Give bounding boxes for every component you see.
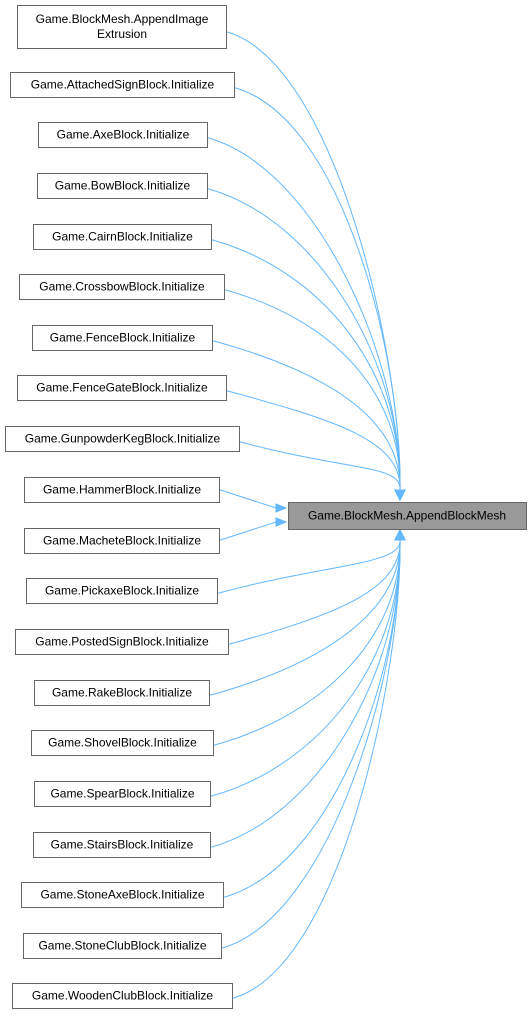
caller-node-box xyxy=(34,680,210,706)
caller-node-label: Game.StoneClubBlock.Initialize xyxy=(38,939,206,953)
caller-node[interactable]: Game.CrossbowBlock.Initialize xyxy=(19,274,225,300)
arrowhead xyxy=(275,517,288,527)
caller-node-label: Game.CrossbowBlock.Initialize xyxy=(39,280,205,294)
caller-node[interactable]: Game.AttachedSignBlock.Initialize xyxy=(10,72,235,98)
caller-node-box xyxy=(17,375,227,401)
call-edge xyxy=(220,539,401,949)
caller-node-label: Game.ShovelBlock.Initialize xyxy=(48,736,197,750)
caller-node-label: Game.BowBlock.Initialize xyxy=(55,179,191,193)
call-edge xyxy=(211,340,401,491)
call-edge xyxy=(218,521,277,541)
call-edge xyxy=(216,539,401,594)
caller-node-box xyxy=(32,325,213,351)
call-edge xyxy=(210,239,401,491)
caller-node-box xyxy=(37,173,208,199)
caller-node[interactable]: Game.FenceBlock.Initialize xyxy=(32,325,213,351)
caller-node[interactable]: Game.StoneClubBlock.Initialize xyxy=(23,933,222,959)
call-edge xyxy=(225,31,401,491)
caller-node-label: Game.PickaxeBlock.Initialize xyxy=(45,584,199,598)
caller-node[interactable]: Game.MacheteBlock.Initialize xyxy=(24,528,220,554)
caller-node-box xyxy=(17,5,227,49)
call-edge xyxy=(206,188,401,491)
caller-node-box xyxy=(15,629,229,655)
caller-node-label: Game.SpearBlock.Initialize xyxy=(50,787,194,801)
edges-layer xyxy=(206,31,406,999)
caller-node[interactable]: Game.CairnBlock.Initialize xyxy=(33,224,212,250)
arrowhead xyxy=(394,489,406,502)
caller-node[interactable]: Game.StairsBlock.Initialize xyxy=(33,832,211,858)
caller-node-label: Game.FenceBlock.Initialize xyxy=(50,331,196,345)
call-edge xyxy=(225,390,401,491)
caller-node[interactable]: Game.HammerBlock.Initialize xyxy=(24,477,220,503)
caller-node-box xyxy=(34,781,211,807)
caller-node-label: Game.HammerBlock.Initialize xyxy=(43,483,201,497)
caller-node-label: Game.FenceGateBlock.Initialize xyxy=(36,381,208,395)
target-node-label: Game.BlockMesh.AppendBlockMesh xyxy=(308,509,506,523)
call-edge xyxy=(209,539,401,848)
caller-node-box xyxy=(31,730,214,756)
target-node[interactable]: Game.BlockMesh.AppendBlockMesh xyxy=(288,502,527,530)
caller-node[interactable]: Game.RakeBlock.Initialize xyxy=(34,680,210,706)
call-edge xyxy=(223,289,401,491)
caller-node-label: Game.RakeBlock.Initialize xyxy=(52,686,192,700)
caller-node-label: Game.BlockMesh.AppendImage xyxy=(36,12,209,26)
caller-node-box xyxy=(33,832,211,858)
caller-node-box xyxy=(38,122,208,148)
caller-node-label: Extrusion xyxy=(97,27,147,41)
caller-node-box xyxy=(5,426,240,452)
caller-node-label: Game.WoodenClubBlock.Initialize xyxy=(32,989,214,1003)
caller-node-label: Game.StoneAxeBlock.Initialize xyxy=(40,888,204,902)
caller-node[interactable]: Game.AxeBlock.Initialize xyxy=(38,122,208,148)
target-node-box xyxy=(288,502,527,530)
caller-node[interactable]: Game.PickaxeBlock.Initialize xyxy=(26,578,218,604)
caller-node-box xyxy=(33,224,212,250)
caller-node[interactable]: Game.StoneAxeBlock.Initialize xyxy=(21,882,224,908)
call-edge xyxy=(238,441,401,491)
caller-node[interactable]: Game.GunpowderKegBlock.Initialize xyxy=(5,426,240,452)
caller-node-label: Game.StairsBlock.Initialize xyxy=(51,838,194,852)
caller-node[interactable]: Game.SpearBlock.Initialize xyxy=(34,781,211,807)
arrowhead xyxy=(394,528,406,541)
caller-node-box xyxy=(26,578,218,604)
caller-node-label: Game.PostedSignBlock.Initialize xyxy=(35,635,209,649)
caller-node-box xyxy=(12,983,233,1009)
caller-node[interactable]: Game.FenceGateBlock.Initialize xyxy=(17,375,227,401)
call-edge xyxy=(233,87,401,491)
caller-node-box xyxy=(19,274,225,300)
caller-node-label: Game.AxeBlock.Initialize xyxy=(57,128,190,142)
caller-node[interactable]: Game.PostedSignBlock.Initialize xyxy=(15,629,229,655)
caller-node-box xyxy=(23,933,222,959)
call-edge xyxy=(208,539,401,696)
caller-node[interactable]: Game.ShovelBlock.Initialize xyxy=(31,730,214,756)
arrowhead xyxy=(275,503,288,513)
caller-node-label: Game.CairnBlock.Initialize xyxy=(52,230,193,244)
caller-node-box xyxy=(21,882,224,908)
caller-node[interactable]: Game.WoodenClubBlock.Initialize xyxy=(12,983,233,1009)
call-edge xyxy=(212,539,401,746)
call-edge xyxy=(218,489,277,509)
caller-node-box xyxy=(10,72,235,98)
caller-node-label: Game.GunpowderKegBlock.Initialize xyxy=(25,432,221,446)
call-edge xyxy=(209,539,401,797)
call-edge xyxy=(227,539,401,645)
caller-node-box xyxy=(24,477,220,503)
caller-node[interactable]: Game.BowBlock.Initialize xyxy=(37,173,208,199)
nodes-layer: Game.BlockMesh.AppendImageExtrusionGame.… xyxy=(5,5,527,1009)
caller-node-label: Game.MacheteBlock.Initialize xyxy=(43,534,201,548)
call-edge xyxy=(231,539,401,999)
caller-node-box xyxy=(24,528,220,554)
caller-node-label: Game.AttachedSignBlock.Initialize xyxy=(31,78,215,92)
